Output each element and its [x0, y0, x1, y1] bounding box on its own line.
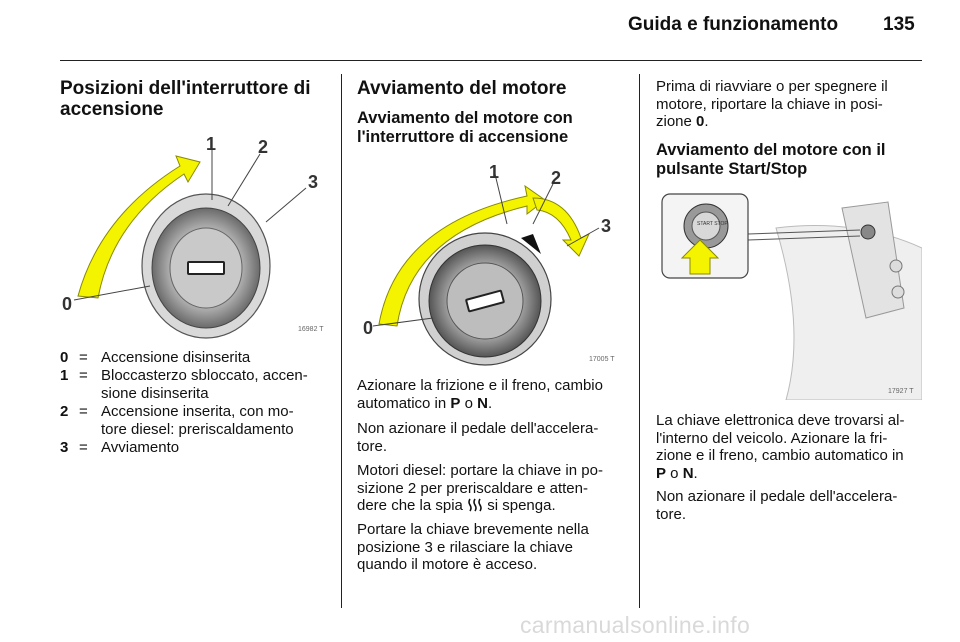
header-rule [60, 60, 922, 61]
ignition-start-illustration: 1 2 3 0 [363, 162, 611, 366]
paragraph-restart-position-0: Prima di riavviare o per spegnere il mot… [656, 78, 888, 130]
subheading-start-stop-button: Avviamento del motore con il pulsante St… [656, 141, 886, 178]
return-arrow [521, 234, 541, 254]
paragraph-clutch-brake: Azionare la frizione e il freno, cambio … [357, 377, 603, 412]
press-arrow [680, 239, 720, 275]
paragraph-turn-key-start: Portare la chiave brevemente nella posiz… [357, 521, 589, 573]
ignition-positions-figure: 1 2 3 0 16982 T [60, 126, 330, 340]
fig1-label-0: 0 [62, 294, 72, 314]
ignition-switch-illustration: 1 2 3 0 [62, 134, 318, 339]
fig1-label-1: 1 [206, 134, 216, 154]
running-header-title: Guida e funzionamento [628, 14, 839, 35]
paragraph-no-accelerator-2: Non azionare il pedale dell'accelera- to… [656, 488, 898, 523]
glow-plug-icon [468, 498, 482, 512]
subheading-start-with-key: Avviamento del motore con l'interruttore… [357, 109, 573, 146]
fig1-label-2: 2 [258, 137, 268, 157]
fig2-label-2: 2 [551, 168, 561, 188]
start-stop-illustration: START STOP [656, 188, 923, 401]
paragraph-diesel-preheat: Motori diesel: portare la chiave in po- … [357, 462, 603, 514]
fig1-label-3: 3 [308, 172, 318, 192]
figure-code: 17005 T [589, 356, 615, 363]
rotation-arrow [77, 155, 201, 299]
fig2-label-0: 0 [363, 318, 373, 338]
figure-code: 17927 T [888, 388, 914, 395]
fig2-label-3: 3 [601, 216, 611, 236]
paragraph-electronic-key: La chiave elettronica deve trovarsi al- … [656, 412, 905, 482]
section-heading-engine-start: Avviamento del motore [357, 78, 567, 99]
page-number: 135 [883, 14, 915, 35]
column-divider-1 [341, 74, 342, 608]
column-divider-2 [639, 74, 640, 608]
figure-code: 16982 T [298, 326, 324, 333]
fig2-label-1: 1 [489, 162, 499, 182]
section-heading-ignition-positions: Posizioni dell'interruttore di accension… [60, 78, 311, 120]
start-stop-figure: START STOP 17927 T [656, 188, 923, 401]
engine-start-figure: 1 2 3 0 17005 T [357, 154, 627, 368]
start-stop-button-label: START STOP [697, 221, 728, 227]
paragraph-no-accelerator: Non azionare il pedale dell'accelera- to… [357, 420, 599, 455]
watermark: carmanualsonline.info [520, 612, 751, 638]
